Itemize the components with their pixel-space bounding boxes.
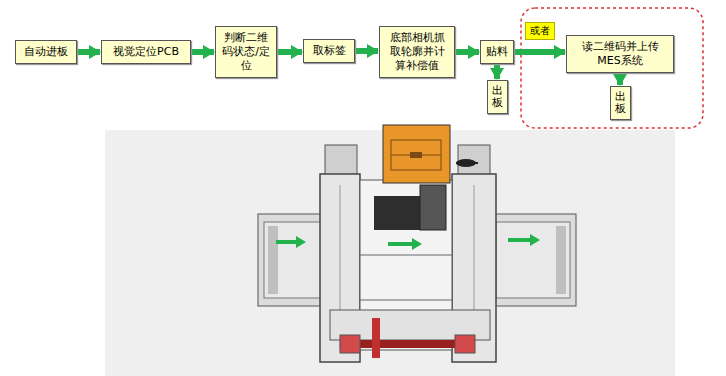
process-box: 判断二维码状态/定位 [215, 26, 277, 77]
output-box: 出板 [610, 86, 631, 120]
step-text: 读二维码并上传MES系统 [572, 40, 668, 68]
step-text: 底部相机抓取轮廓并计算补偿值 [385, 31, 449, 72]
step-text: 取标签 [309, 44, 349, 58]
process-box: 视觉定位PCB [101, 40, 191, 64]
flow-arrow [617, 74, 623, 85]
process-box: 自动进板 [15, 40, 77, 64]
step-text: 判断二维码状态/定位 [221, 31, 271, 72]
flow-arrow [456, 49, 479, 55]
flow-arrow [192, 49, 214, 55]
step-text: 自动进板 [21, 45, 71, 59]
machine [105, 125, 675, 376]
process-box: 读二维码并上传MES系统 [566, 35, 674, 73]
flow-arrow [278, 49, 302, 55]
step-text: 出板 [492, 85, 503, 109]
flow-arrow [494, 65, 500, 79]
step-text: 视觉定位PCB [107, 45, 185, 59]
process-box: 底部相机抓取轮廓并计算补偿值 [379, 26, 455, 77]
flow-arrow [356, 48, 378, 54]
output-box: 出板 [487, 80, 508, 114]
flow-arrow [515, 49, 565, 55]
step-text: 贴料 [486, 45, 508, 59]
flow-arrow [78, 49, 100, 55]
step-text: 出板 [615, 91, 626, 115]
process-box: 取标签 [303, 39, 355, 63]
edge-label: 或者 [525, 22, 555, 40]
process-box: 贴料 [480, 40, 514, 64]
dotted-frame [521, 8, 703, 128]
